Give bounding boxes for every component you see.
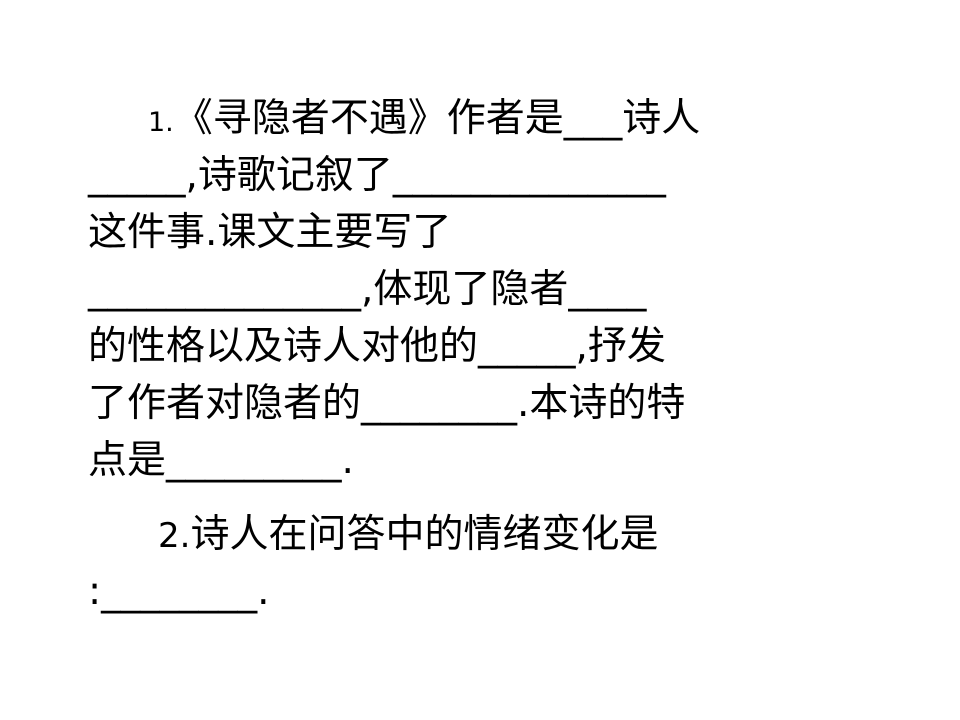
question-1-line-4: ______________,体现了隐者____ (88, 267, 647, 312)
question-1-line-3: 这件事.课文主要写了 (88, 210, 452, 255)
question-1-line-2: _____,诗歌记叙了______________ (88, 153, 666, 198)
question-1-line-5: 的性格以及诗人对他的_____,抒发 (88, 324, 666, 369)
question-2-line-1: 2.诗人在问答中的情绪变化是 (88, 506, 868, 563)
question-2-number: 2. (158, 516, 191, 556)
question-1-number: 1. (148, 107, 174, 138)
question-2: 2.诗人在问答中的情绪变化是 :________. (88, 506, 868, 620)
question-2-line-2: :________. (88, 569, 270, 614)
question-1-line-6: 了作者对隐者的________.本诗的特 (88, 381, 686, 426)
question-1-line-7: 点是_________. (88, 438, 354, 483)
question-2-line-1-text: 诗人在问答中的情绪变化是 (190, 512, 659, 557)
question-1: 1.《寻隐者不遇》作者是___诗人 _____,诗歌记叙了___________… (88, 90, 868, 489)
question-1-line-1: 1.《寻隐者不遇》作者是___诗人 (88, 90, 868, 147)
question-1-line-1-text: 《寻隐者不遇》作者是___诗人 (173, 96, 701, 141)
